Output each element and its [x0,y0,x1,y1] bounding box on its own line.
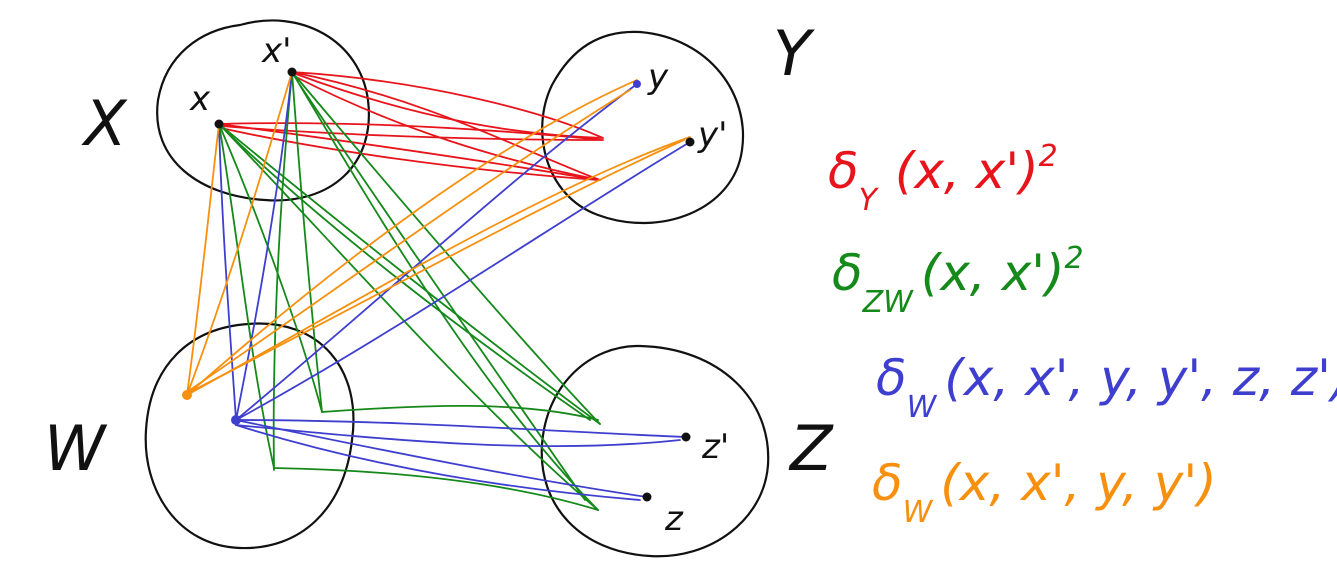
set-w-label: W [44,412,108,485]
point-w-orange-dot [182,390,192,400]
point-x-prime-label: x' [261,31,291,71]
blue-edges [218,71,691,501]
point-z-prime-label: z' [701,427,729,467]
set-z-circle [540,344,770,558]
set-x-label: X [81,87,128,160]
set-z-label: Z [788,412,834,485]
set-x-circle [156,19,370,202]
set-y-circle [541,30,745,224]
point-z-prime-dot [681,432,691,442]
set-w-circle [144,322,355,550]
point-x-dot [214,119,224,129]
point-y-prime-label: y' [697,115,727,155]
point-x-prime-dot [287,67,297,77]
legend-green-formula: δZW(x, x')2 [832,241,1084,320]
legend-blue-formula: δW(x, x', y, y', z, z') [876,349,1337,425]
set-y-label: Y [773,17,815,90]
point-w-blue-dot [231,415,241,425]
legend: δY(x, x')2 δZW(x, x')2 δW(x, x', y, y', … [828,139,1337,530]
legend-orange-formula: δW(x, x', y, y') [872,454,1217,530]
point-x-label: x [189,79,211,119]
legend-red-formula: δY(x, x')2 [828,139,1058,218]
point-z-label: z [664,499,684,539]
point-y-label: y [647,57,669,97]
point-y-prime-dot [685,137,695,147]
point-y-dot [633,80,641,88]
orange-edges [186,71,691,396]
point-z-dot [642,492,652,502]
points [182,67,695,502]
